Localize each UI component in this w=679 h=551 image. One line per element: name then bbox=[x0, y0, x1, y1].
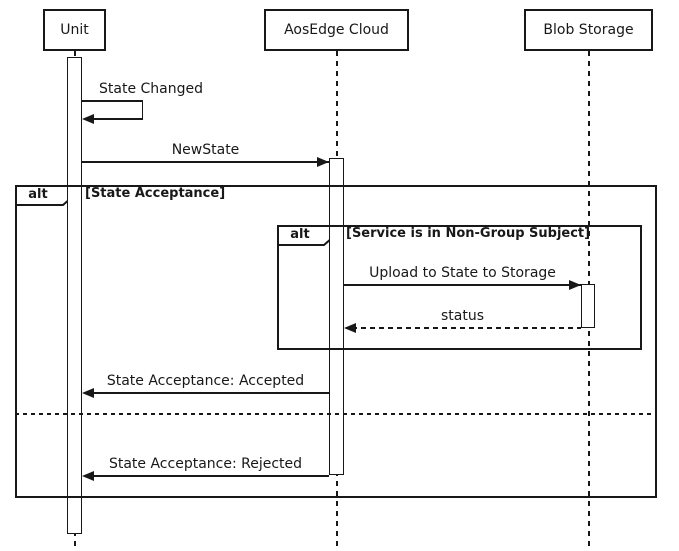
message-accepted-line bbox=[92, 392, 329, 394]
message-accepted-label: State Acceptance: Accepted bbox=[106, 373, 305, 389]
guard-state-acceptance: [State Acceptance] bbox=[85, 186, 226, 201]
message-rejected-label: State Acceptance: Rejected bbox=[108, 456, 303, 472]
participant-aosedge-cloud: AosEdge Cloud bbox=[264, 9, 409, 51]
message-state-changed-line-right bbox=[141, 100, 143, 120]
alt-else-divider bbox=[15, 413, 657, 415]
alt-operator-label-inner: alt bbox=[290, 227, 310, 242]
participant-unit-label: Unit bbox=[60, 22, 89, 38]
message-newstate-label: NewState bbox=[171, 142, 240, 158]
message-status-label: status bbox=[440, 308, 485, 324]
participant-unit: Unit bbox=[43, 9, 106, 51]
message-upload-arrowhead bbox=[569, 279, 581, 290]
message-state-changed-line-top bbox=[82, 100, 143, 102]
message-status-line bbox=[352, 327, 581, 329]
guard-service-non-group: [Service is in Non-Group Subject] bbox=[346, 226, 591, 241]
alt-frame-outer bbox=[15, 185, 657, 498]
message-newstate-arrowhead bbox=[317, 156, 329, 167]
message-state-changed-line-bottom bbox=[92, 118, 143, 120]
participant-aosedge-cloud-label: AosEdge Cloud bbox=[284, 22, 389, 38]
message-state-changed-label: State Changed bbox=[99, 81, 203, 97]
activation-blob-storage bbox=[581, 284, 595, 328]
message-state-changed-arrowhead bbox=[82, 113, 94, 124]
alt-operator-label-outer: alt bbox=[28, 187, 48, 202]
alt-frame-inner bbox=[277, 225, 642, 350]
activation-aosedge-cloud bbox=[329, 158, 344, 475]
participant-blob-storage: Blob Storage bbox=[524, 9, 653, 51]
message-upload-line bbox=[344, 284, 581, 286]
participant-blob-storage-label: Blob Storage bbox=[543, 22, 634, 38]
message-upload-label: Upload to State to Storage bbox=[369, 265, 556, 281]
message-rejected-line bbox=[92, 475, 329, 477]
message-newstate-line bbox=[82, 161, 329, 163]
message-rejected-arrowhead bbox=[82, 470, 94, 481]
message-accepted-arrowhead bbox=[82, 387, 94, 398]
message-status-arrowhead bbox=[344, 322, 356, 333]
